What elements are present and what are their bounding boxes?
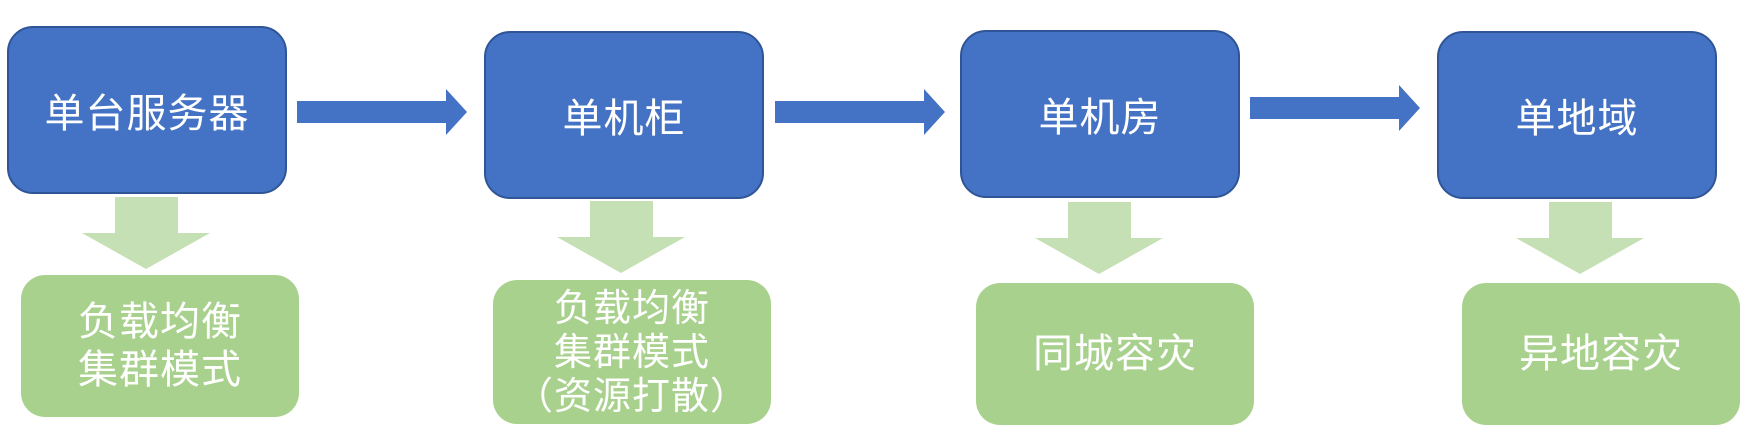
down-arrow-4	[1516, 202, 1644, 274]
stage-box-single-rack: 单机柜	[484, 31, 764, 199]
stage-box-single-server: 单台服务器	[7, 26, 287, 194]
mode-text-line: 集群模式	[553, 330, 710, 374]
stage-box-single-datacenter: 单机房	[960, 30, 1240, 198]
right-arrow-3	[1250, 85, 1420, 131]
right-arrow-2	[775, 89, 945, 135]
stage-label: 单机房	[1038, 95, 1162, 141]
mode-text-line: 异地容灾	[1519, 331, 1683, 377]
stage-label: 单地域	[1515, 96, 1639, 142]
mode-text-line: （资源打散）	[514, 374, 749, 418]
down-arrow-2	[557, 201, 685, 273]
mode-box-remote-dr: 异地容灾	[1462, 283, 1740, 425]
mode-box-load-balancing: 负载均衡 集群模式	[21, 275, 299, 417]
stage-label: 单机柜	[562, 96, 686, 142]
mode-text-line: 负载均衡	[553, 286, 710, 330]
mode-box-load-balancing-scattered: 负载均衡 集群模式 （资源打散）	[493, 280, 771, 424]
mode-box-same-city-dr: 同城容灾	[976, 283, 1254, 425]
mode-text-line: 集群模式	[78, 347, 242, 393]
down-arrow-1	[82, 197, 210, 269]
right-arrow-1	[297, 89, 467, 135]
stage-box-single-region: 单地域	[1437, 31, 1717, 199]
mode-text-line: 同城容灾	[1033, 331, 1197, 377]
mode-text-line: 负载均衡	[78, 299, 242, 345]
stage-label: 单台服务器	[44, 91, 250, 137]
down-arrow-3	[1035, 202, 1163, 274]
